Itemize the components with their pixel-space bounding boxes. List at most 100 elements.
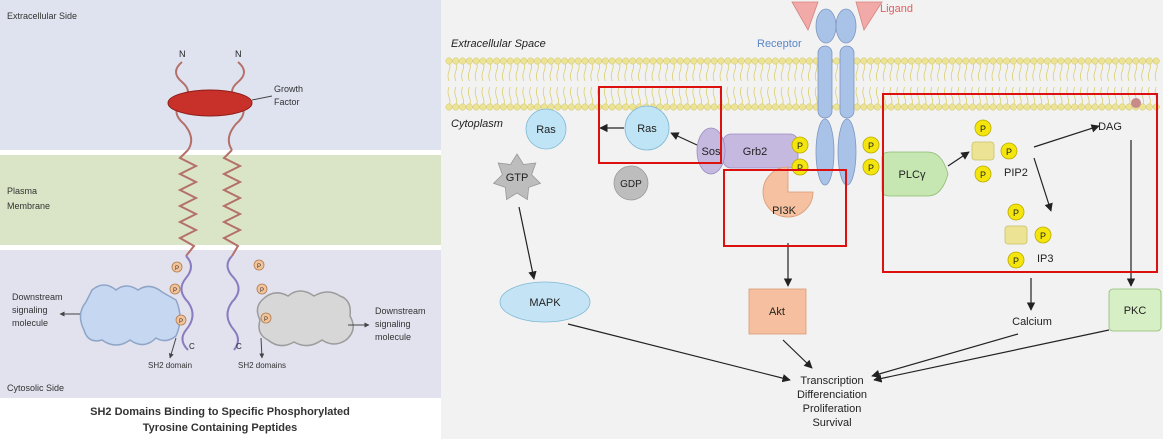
lipid-head <box>873 103 881 111</box>
lipid-head <box>785 57 793 65</box>
pi3k-label: PI3K <box>772 205 797 217</box>
outcome-transcription: Transcription <box>800 375 863 387</box>
lipid-head <box>894 57 902 65</box>
lipid-head <box>935 103 943 111</box>
lipid-head <box>1016 103 1024 111</box>
lipid-head <box>465 103 473 111</box>
gtp-star <box>492 153 542 201</box>
lipid-head <box>629 57 637 65</box>
lipid-head <box>479 57 487 65</box>
lipid-head <box>493 57 501 65</box>
lipid-head <box>567 103 575 111</box>
growth-factor-pointer <box>251 95 273 101</box>
arrow-pip2-to-dag <box>1033 124 1100 148</box>
lipid-head <box>1145 103 1153 111</box>
lipid-head <box>1139 57 1147 65</box>
lipid-head <box>506 103 514 111</box>
extracellular-zone <box>0 0 441 150</box>
lipid-head <box>771 57 779 65</box>
lipid-head <box>506 57 514 65</box>
lipid-head <box>513 103 521 111</box>
lipid-head <box>635 57 643 65</box>
svg-text:P: P <box>980 124 986 134</box>
svg-text:P: P <box>980 170 986 180</box>
lipid-head <box>601 57 609 65</box>
lipid-head <box>669 103 677 111</box>
lipid-head <box>771 103 779 111</box>
lipid-head <box>1030 57 1038 65</box>
lipid-head <box>948 57 956 65</box>
lipid-head <box>465 57 473 65</box>
cytoplasm-label: Cytoplasm <box>451 118 503 130</box>
transmembrane-helix-right <box>221 149 243 257</box>
lipid-head <box>833 57 841 65</box>
left-panel: Extracellular Side Plasma Membrane Cytos… <box>0 0 441 439</box>
lipid-head <box>731 103 739 111</box>
arrow-mapk-to-outcome <box>567 323 791 383</box>
lipid-head <box>697 103 705 111</box>
outcome-differentiation: Differenciation <box>797 389 867 401</box>
lipid-head <box>969 57 977 65</box>
lipid-head <box>601 103 609 111</box>
sos-label: Sos <box>702 146 721 158</box>
lipid-head <box>642 57 650 65</box>
lipid-head <box>1057 103 1065 111</box>
lipid-head <box>1077 57 1085 65</box>
highlight-boxes <box>598 86 1158 273</box>
lipid-head <box>833 103 841 111</box>
lipid-head <box>1118 57 1126 65</box>
arrow-sos-to-ras <box>670 132 698 146</box>
lipid-head <box>567 57 575 65</box>
svg-text:P: P <box>175 266 179 272</box>
lipid-head <box>527 103 535 111</box>
lipid-head <box>554 57 562 65</box>
lipid-head <box>499 103 507 111</box>
c-terminal-label: C <box>236 342 242 351</box>
lipid-head <box>1057 57 1065 65</box>
lipid-head <box>853 57 861 65</box>
lipid-head <box>676 103 684 111</box>
lipid-head <box>581 103 589 111</box>
lipid-head <box>805 57 813 65</box>
gtp-label: GTP <box>506 172 529 184</box>
highlight-pi3k-box <box>723 169 847 247</box>
lipid-head <box>1105 57 1113 65</box>
lipid-head <box>1043 57 1051 65</box>
cytosolic-tail-left <box>180 255 194 351</box>
lipid-head <box>690 103 698 111</box>
lipid-head <box>867 103 875 111</box>
arrow-pkc-to-outcome <box>873 329 1110 383</box>
lipid-head <box>1098 57 1106 65</box>
lipid-head <box>969 103 977 111</box>
lipid-head <box>1003 57 1011 65</box>
dag-lipid-marker <box>1131 98 1141 108</box>
calcium-label: Calcium <box>1012 316 1052 328</box>
ip3-molecule: P P P <box>1004 203 1052 269</box>
lipid-head <box>710 103 718 111</box>
sh2-domains-pointer <box>259 337 265 359</box>
lipid-head <box>690 57 698 65</box>
lipid-head <box>1050 57 1058 65</box>
growth-factor-label: Growth Factor <box>274 84 306 107</box>
lipid-head <box>1118 103 1126 111</box>
pathway-arrows <box>518 123 1136 383</box>
lipid-head <box>663 103 671 111</box>
pip2-label: PIP2 <box>1004 167 1028 179</box>
lipid-head <box>499 57 507 65</box>
lipid-head <box>778 57 786 65</box>
lipid-head <box>1125 103 1133 111</box>
lipid-head <box>561 103 569 111</box>
phospho-group: P <box>862 158 880 176</box>
lipid-head <box>669 57 677 65</box>
lipid-head <box>731 57 739 65</box>
lipid-head <box>724 57 732 65</box>
lipid-head <box>751 103 759 111</box>
lipid-head <box>520 57 528 65</box>
lipid-head <box>1064 57 1072 65</box>
lipid-head <box>975 103 983 111</box>
lipid-head <box>533 103 541 111</box>
extracellular-space-label: Extracellular Space <box>451 38 546 50</box>
lipid-head <box>459 57 467 65</box>
ras-bound-label: Ras <box>637 123 657 135</box>
lipid-head <box>676 57 684 65</box>
